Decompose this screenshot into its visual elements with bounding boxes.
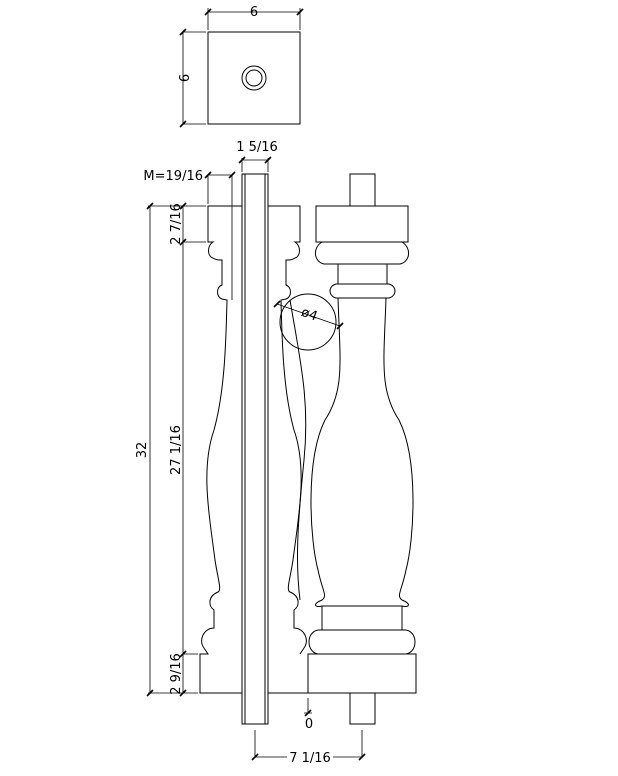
plan-width-label: 6 (250, 5, 258, 20)
zero-label: 0 (305, 717, 313, 732)
bottom-block-label: 2 9/16 (169, 653, 184, 695)
plan-pin-outer (241, 65, 267, 91)
rail-width-label: 1 5/16 (236, 140, 278, 155)
plan-view: 6 6 (178, 5, 304, 128)
left-elevation (199, 205, 308, 694)
right-elevation: ø4 (273, 173, 417, 725)
diameter-circle (279, 293, 337, 351)
spacing-label: 7 1/16 (289, 751, 331, 766)
body-height-label: 27 1/16 (169, 425, 184, 475)
top-block-label: 2 7/16 (169, 203, 184, 245)
dimensions: 1 5/16 M=19/16 32 2 7/16 27 1/16 2 9/16 … (135, 140, 366, 766)
rail (241, 173, 269, 725)
plan-pin-inner (245, 69, 263, 87)
margin-label: M=19/16 (143, 169, 203, 184)
total-height-label: 32 (135, 442, 150, 459)
plan-square (207, 31, 301, 125)
plan-depth-label: 6 (178, 74, 193, 82)
diameter-label: ø4 (299, 305, 319, 325)
